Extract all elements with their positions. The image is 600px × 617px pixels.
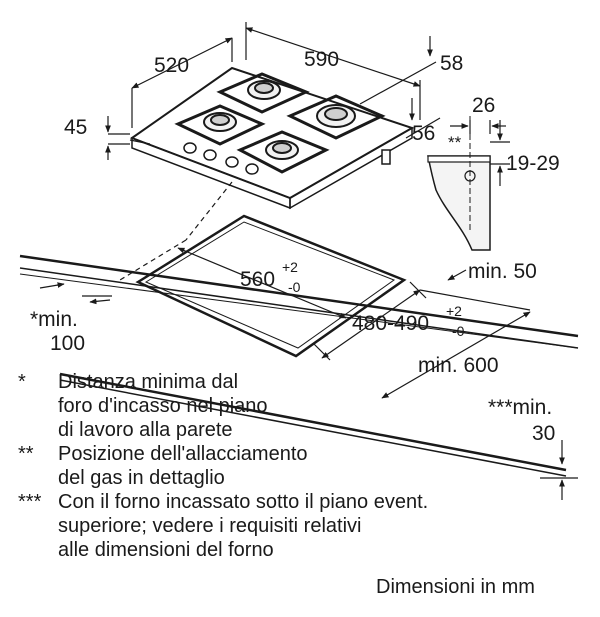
legend-mark: *** [18,491,42,513]
dim-height-label: 45 [64,116,87,139]
burners [203,80,356,160]
dim-cutout-width-tol-minus: -0 [288,279,301,295]
gas-connector [381,149,391,165]
dim-gas-x-label: 26 [472,94,495,117]
dim-cutout-width-tol-plus: +2 [282,259,298,275]
dim-min-wall-value: 100 [50,332,85,355]
legend-mark: ** [18,443,34,465]
legend: * Distanza minima dal foro d'incasso nel… [18,370,578,562]
dim-depth-label: 520 [154,54,189,77]
dim-width-label: 590 [304,48,339,71]
dim-glass-label: 58 [440,52,463,75]
dim-min-front-label: min. 50 [468,260,537,283]
legend-item-2: ** Posizione dell'allacciamento del gas … [18,442,578,490]
gas-marker-label: ** [448,133,462,152]
legend-line: alle dimensioni del forno [58,539,274,561]
dim-cutout-depth-tol-plus: +2 [446,303,462,319]
gas-detail-drawing [427,116,510,251]
legend-line: foro d'incasso nel piano [58,395,268,417]
dim-cutout-depth-tol-minus: -0 [452,323,465,339]
legend-line: del gas in dettaglio [58,467,225,489]
legend-line: di lavoro alla parete [58,419,233,441]
units-note: Dimensioni in mm [376,576,535,598]
dim-min-oven-value: 30 [532,422,555,445]
hob-dimension-lines [105,22,441,160]
legend-item-1: * Distanza minima dal foro d'incasso nel… [18,370,578,442]
dim-gas-height-label: 19-29 [506,152,560,175]
legend-mark: * [18,371,26,393]
dim-cutout-depth-label: 480-490 [352,312,429,335]
legend-line: Distanza minima dal [58,371,239,393]
legend-item-3: *** Con il forno incassato sotto il pian… [18,490,578,562]
worktop-dimension-lines [39,247,578,500]
dim-min-worktop-label: min. 600 [418,354,499,377]
dim-gas-depth-label: 56 [412,122,435,145]
dim-min-oven-label: ***min. [488,396,552,419]
hob-drawing [129,66,415,210]
legend-line: superiore; vedere i requisiti relativi [58,515,362,537]
legend-line: Posizione dell'allacciamento [58,443,308,465]
worktop-cutout [135,214,407,358]
dim-min-wall-label: *min. [30,308,78,331]
legend-line: Con il forno incassato sotto il piano ev… [58,491,429,513]
control-knobs [183,142,259,175]
dim-cutout-width-label: 560 [240,268,275,291]
